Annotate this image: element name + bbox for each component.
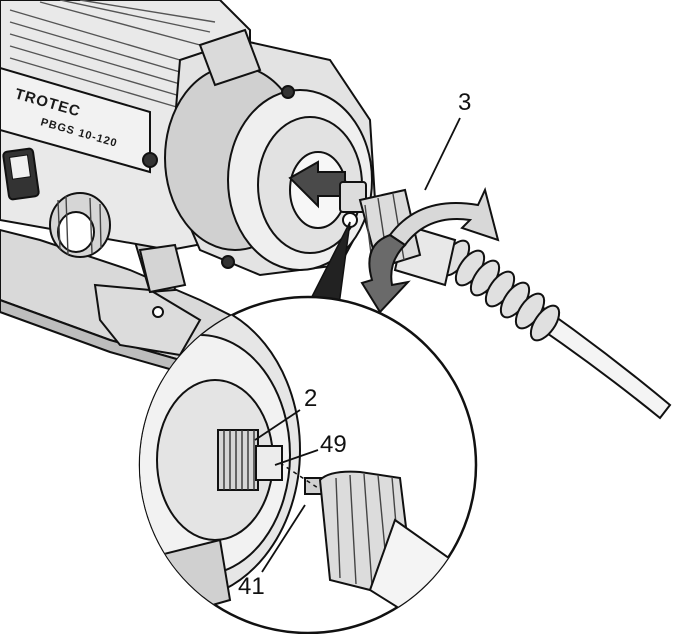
callout-41: 41 xyxy=(238,573,265,600)
callout-3: 3 xyxy=(458,89,471,116)
leader-line-2 xyxy=(254,409,301,441)
callout-2: 2 xyxy=(304,385,317,412)
drive-shaft xyxy=(339,181,367,228)
label-plate xyxy=(0,66,151,174)
wheel-guard xyxy=(138,28,377,294)
cooling-fins xyxy=(9,0,216,109)
adjust-knob xyxy=(49,192,111,258)
leader-line-3 xyxy=(424,117,461,191)
leader-line-49 xyxy=(274,449,319,466)
spring-sleeve xyxy=(439,239,561,342)
rotate-arrow-icon xyxy=(360,187,500,314)
threaded-spindle xyxy=(217,429,283,491)
flexible-shaft xyxy=(358,188,672,420)
leader-line-41 xyxy=(261,504,306,573)
callout-49: 49 xyxy=(320,431,347,458)
